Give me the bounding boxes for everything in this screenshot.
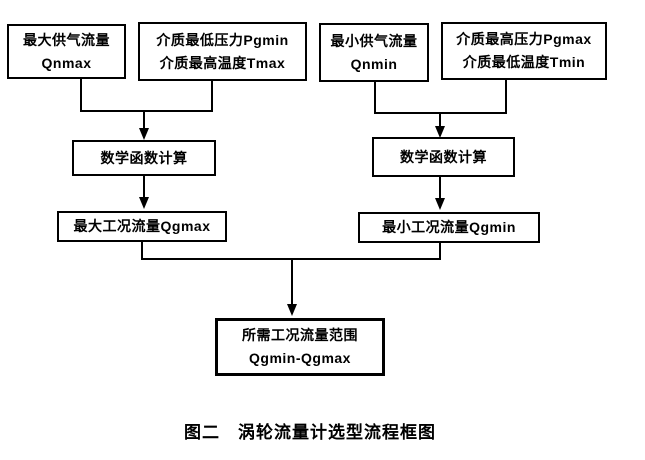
box-qgmin: 最小工况流量Qgmin: [358, 212, 540, 243]
arrowhead-left-calc: [139, 128, 149, 140]
box-pgmin-tmax-line2: 介质最高温度Tmax: [159, 54, 286, 71]
box-qnmax-line1: 最大供气流量: [23, 31, 110, 48]
arrowhead-qgmax: [139, 197, 149, 209]
box-qgmax: 最大工况流量Qgmax: [57, 211, 227, 242]
connector-calc-left-to-qgmax: [139, 176, 149, 209]
box-calc-right-label: 数学函数计算: [400, 148, 487, 165]
connector-calc-right-to-qgmin: [435, 177, 445, 210]
connector-merge-to-result: [141, 242, 441, 316]
box-pgmax-tmin-line2: 介质最低温度Tmin: [462, 54, 586, 70]
box-pgmax-tmin-line1: 介质最高压力Pgmax: [456, 31, 592, 47]
box-result-line2: Qgmin-Qgmax: [249, 350, 351, 366]
box-qnmax-line2: Qnmax: [41, 54, 92, 71]
connector-left-top-group: [80, 79, 213, 140]
figure-caption: 图二 涡轮流量计选型流程框图: [184, 423, 436, 442]
box-result: 所需工况流量范围 Qgmin-Qgmax: [215, 318, 385, 376]
box-pgmin-tmax: 介质最低压力Pgmin 介质最高温度Tmax: [138, 22, 307, 81]
arrowhead-right-calc: [435, 126, 445, 138]
box-calc-left: 数学函数计算: [72, 140, 216, 176]
box-qnmin-line2: Qnmin: [350, 55, 398, 72]
box-calc-left-label: 数学函数计算: [100, 149, 188, 166]
box-pgmin-tmax-line1: 介质最低压力Pgmin: [156, 31, 289, 48]
box-qnmin-line1: 最小供气流量: [330, 32, 418, 49]
box-qgmax-label: 最大工况流量Qgmax: [73, 218, 211, 234]
box-result-line1: 所需工况流量范围: [242, 327, 358, 343]
box-pgmax-tmin: 介质最高压力Pgmax 介质最低温度Tmin: [441, 22, 607, 80]
arrowhead-qgmin: [435, 198, 445, 210]
box-calc-right: 数学函数计算: [372, 137, 515, 177]
arrowhead-result: [287, 304, 297, 316]
connector-right-top-group: [374, 80, 507, 138]
box-qgmin-label: 最小工况流量Qgmin: [382, 219, 516, 235]
box-qnmax: 最大供气流量 Qnmax: [7, 24, 126, 79]
box-qnmin: 最小供气流量 Qnmin: [319, 23, 429, 82]
